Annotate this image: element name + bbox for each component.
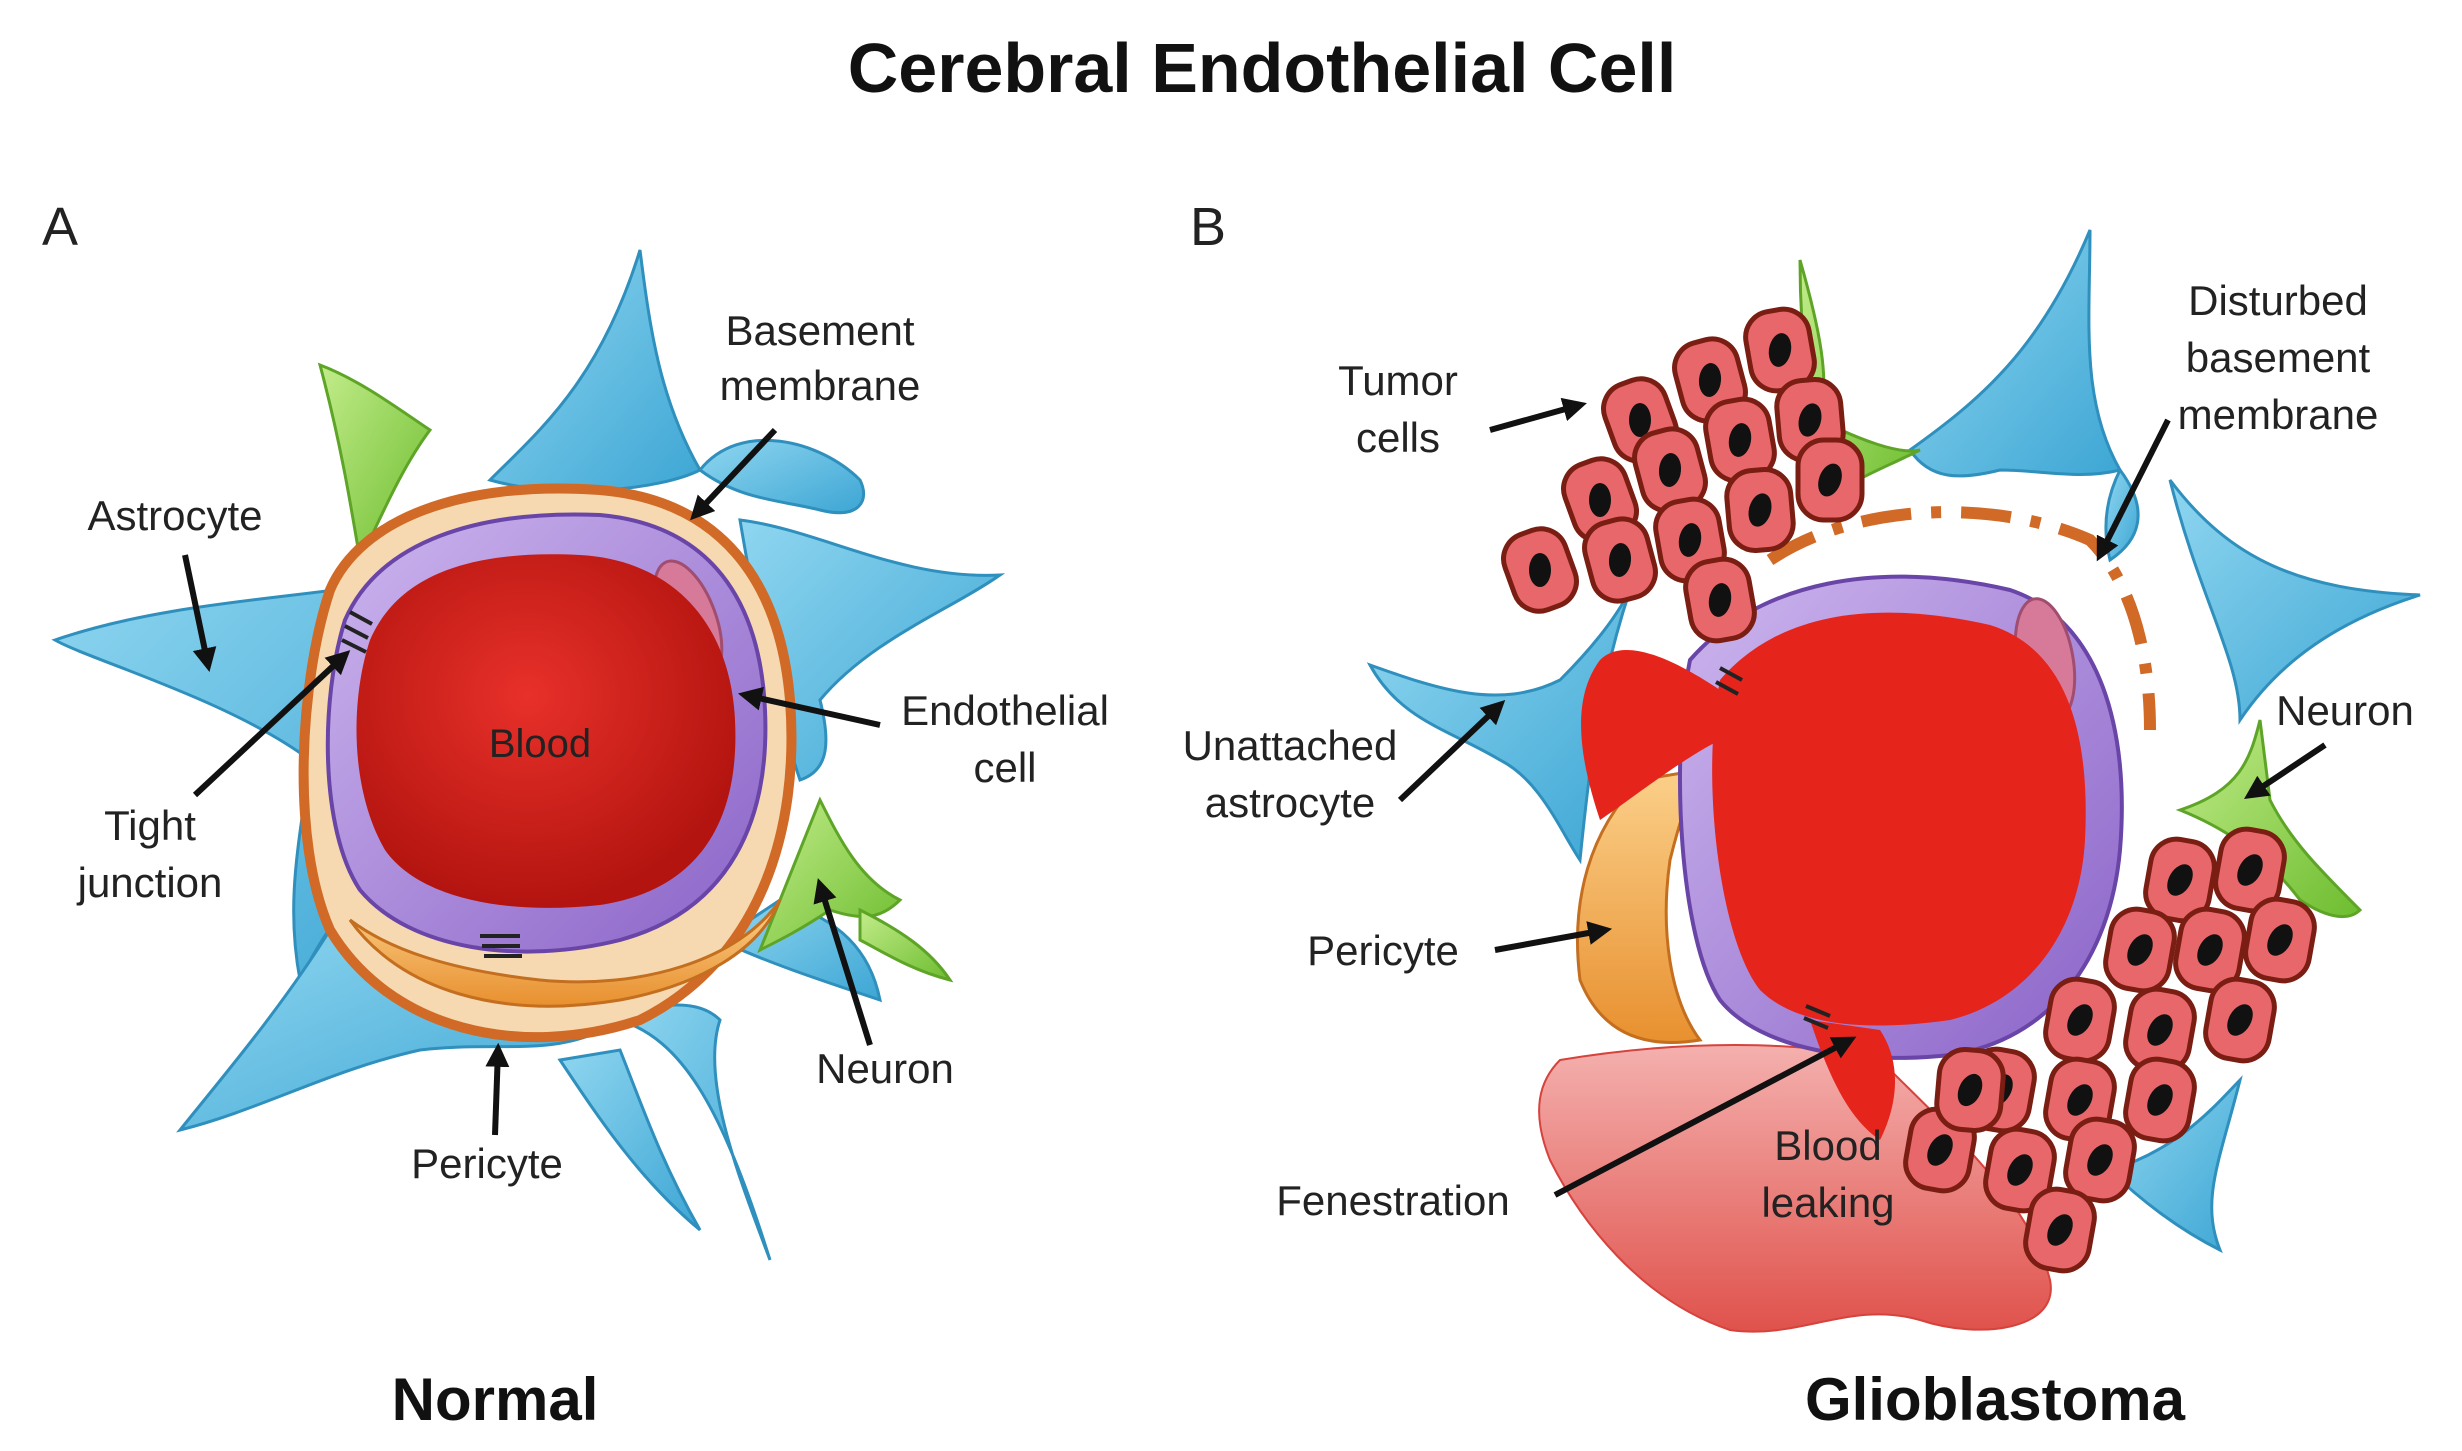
arrow-unattached-astrocyte [1397, 700, 1506, 803]
label-disturbed-bm-line2: basement [2186, 334, 2371, 381]
label-tight-junction-line2: junction [76, 859, 223, 906]
label-basement-membrane-line1: Basement [725, 307, 914, 354]
tumor-cell [1501, 526, 1579, 614]
tumor-cell [2213, 826, 2287, 914]
blood-leak-left [1581, 650, 1720, 820]
label-neuron-a: Neuron [816, 1045, 954, 1092]
label-basement-membrane-line2: membrane [720, 362, 921, 409]
tumor-cell [1724, 467, 1796, 553]
blood-lumen [1712, 612, 2086, 1026]
label-tumor-cells-line2: cells [1356, 414, 1440, 461]
tumor-cell [1703, 396, 1777, 484]
arrow-basement-membrane [690, 427, 778, 521]
label-unattached-astrocyte-line2: astrocyte [1205, 779, 1375, 826]
tumor-cell [1632, 426, 1708, 514]
label-blood: Blood [489, 722, 591, 766]
arrow-pericyte-b [1494, 921, 1613, 953]
tumor-cell [1743, 306, 1817, 394]
label-astrocyte: Astrocyte [87, 492, 262, 539]
tumor-cell-clusters [1501, 306, 2317, 1274]
label-pericyte-b: Pericyte [1307, 927, 1459, 974]
label-tight-junction-line1: Tight [104, 802, 196, 849]
panel-b-letter: B [1190, 197, 1226, 257]
tumor-cell [2203, 976, 2277, 1064]
disturbed-basement-membrane [1766, 506, 2156, 731]
label-tumor-cells-line1: Tumor [1338, 357, 1458, 404]
panel-a-letter: A [42, 197, 78, 257]
panel-b-caption: Glioblastoma [1805, 1366, 2186, 1433]
blood-lumen [356, 554, 736, 908]
tight-junction-marks [1715, 666, 1831, 1030]
panel-a-caption: Normal [392, 1366, 599, 1433]
tumor-cell [1683, 556, 1757, 644]
arrow-neuron-a [813, 878, 873, 1046]
tumor-cell [1582, 516, 1658, 604]
label-blood-leaking-line2: leaking [1761, 1179, 1894, 1226]
label-unattached-astrocyte-line1: Unattached [1183, 722, 1398, 769]
tumor-cell [1795, 437, 1865, 523]
panel-a: A [42, 197, 1109, 1433]
tumor-cell [2043, 976, 2117, 1064]
tumor-cell [2103, 906, 2177, 994]
arrow-disturbed-bm [2096, 418, 2171, 562]
tumor-cell [1934, 1047, 2006, 1133]
pericyte-shape [348, 899, 782, 1008]
arrow-fenestration [1553, 1036, 1857, 1198]
label-disturbed-bm-line3: membrane [2178, 391, 2379, 438]
arrow-tight-junction [192, 650, 351, 798]
tumor-cell [2063, 1116, 2137, 1204]
arrow-endothelial [737, 686, 881, 728]
tumor-cell [2243, 896, 2317, 984]
label-fenestration: Fenestration [1276, 1177, 1509, 1224]
tumor-cell [2143, 836, 2217, 924]
panel-b: B [1183, 197, 2421, 1433]
tumor-cell [1983, 1126, 2057, 1214]
label-endothelial-line2: cell [973, 744, 1036, 791]
neuron-shape [317, 362, 954, 983]
label-disturbed-bm-line1: Disturbed [2188, 277, 2368, 324]
tight-junction-marks [341, 610, 522, 958]
pericyte-shape [1576, 768, 1703, 1044]
figure-title: Cerebral Endothelial Cell [848, 29, 1677, 107]
arrow-neuron-b [2244, 742, 2327, 799]
arrow-astrocyte [182, 554, 217, 673]
tumor-cell [2123, 986, 2197, 1074]
label-blood-leaking-line1: Blood [1774, 1122, 1881, 1169]
tumor-cell [2123, 1056, 2197, 1144]
arrow-pericyte-a [485, 1042, 510, 1136]
tumor-cell [2023, 1186, 2097, 1274]
label-pericyte-a: Pericyte [411, 1140, 563, 1187]
tumor-cell [2173, 906, 2247, 994]
arrow-tumor-cells [1489, 397, 1587, 433]
label-endothelial-line1: Endothelial [901, 687, 1109, 734]
label-neuron-b: Neuron [2276, 687, 2414, 734]
